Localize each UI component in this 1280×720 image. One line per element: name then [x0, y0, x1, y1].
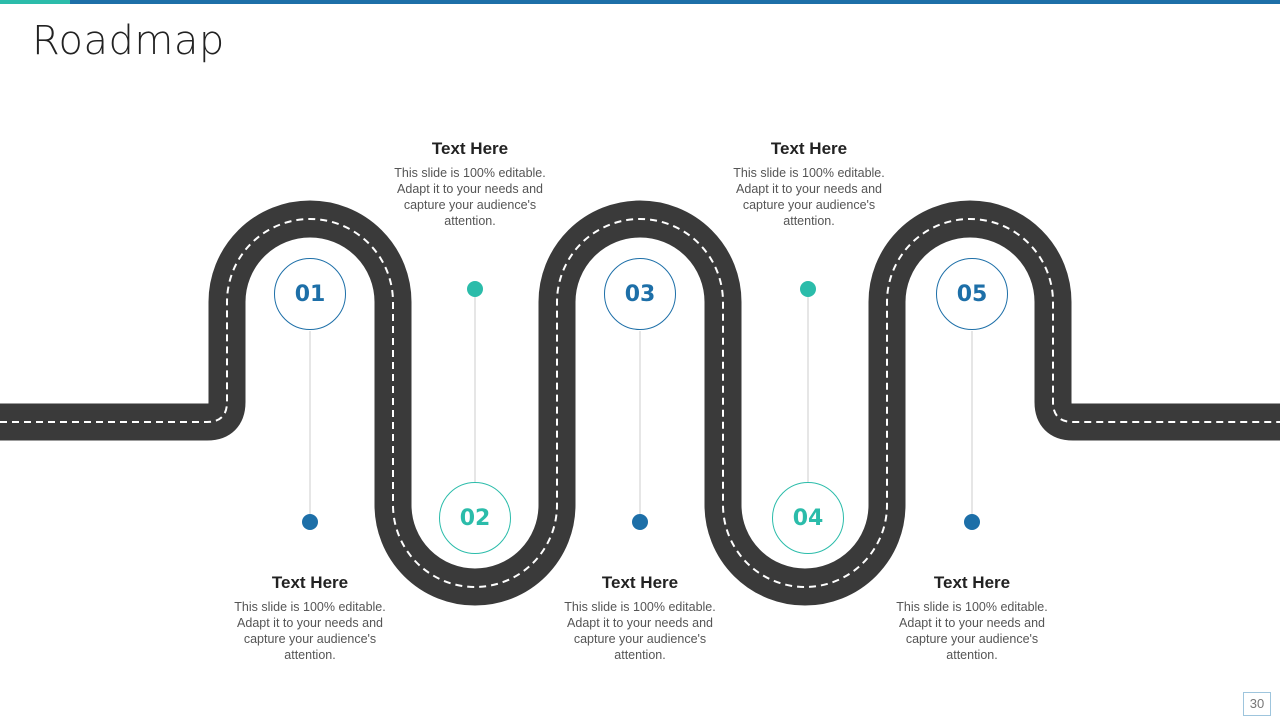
milestone-dot-04	[800, 281, 816, 297]
milestone-heading-01: Text Here	[271, 573, 349, 592]
milestone-text-01: Text Here This slide is 100% editable. A…	[230, 573, 390, 663]
milestone-dot-02	[467, 281, 483, 297]
milestone-badge-01: 01	[274, 258, 346, 330]
milestone-badge-02: 02	[439, 482, 511, 554]
milestone-badge-05: 05	[936, 258, 1008, 330]
milestone-text-05: Text Here This slide is 100% editable. A…	[892, 573, 1052, 663]
milestone-body-04: This slide is 100% editable. Adapt it to…	[733, 166, 885, 228]
top-accent-bar	[0, 0, 1280, 4]
milestone-body-05: This slide is 100% editable. Adapt it to…	[896, 600, 1048, 662]
milestone-text-04: Text Here This slide is 100% editable. A…	[729, 139, 889, 229]
milestone-body-01: This slide is 100% editable. Adapt it to…	[234, 600, 386, 662]
milestone-text-02: Text Here This slide is 100% editable. A…	[390, 139, 550, 229]
milestone-text-03: Text Here This slide is 100% editable. A…	[560, 573, 720, 663]
milestone-badge-03: 03	[604, 258, 676, 330]
milestone-dot-03	[632, 514, 648, 530]
milestone-dot-01	[302, 514, 318, 530]
milestone-body-03: This slide is 100% editable. Adapt it to…	[564, 600, 716, 662]
milestone-heading-04: Text Here	[770, 139, 848, 158]
road-lane-marking	[0, 218, 1280, 588]
slide-title: Roadmap	[32, 18, 225, 64]
milestone-heading-02: Text Here	[431, 139, 509, 158]
milestone-heading-05: Text Here	[933, 573, 1011, 592]
milestone-badge-04: 04	[772, 482, 844, 554]
milestone-heading-03: Text Here	[601, 573, 679, 592]
top-accent-highlight	[0, 0, 70, 4]
milestone-body-02: This slide is 100% editable. Adapt it to…	[394, 166, 546, 228]
milestone-dot-05	[964, 514, 980, 530]
page-number: 30	[1243, 692, 1271, 716]
